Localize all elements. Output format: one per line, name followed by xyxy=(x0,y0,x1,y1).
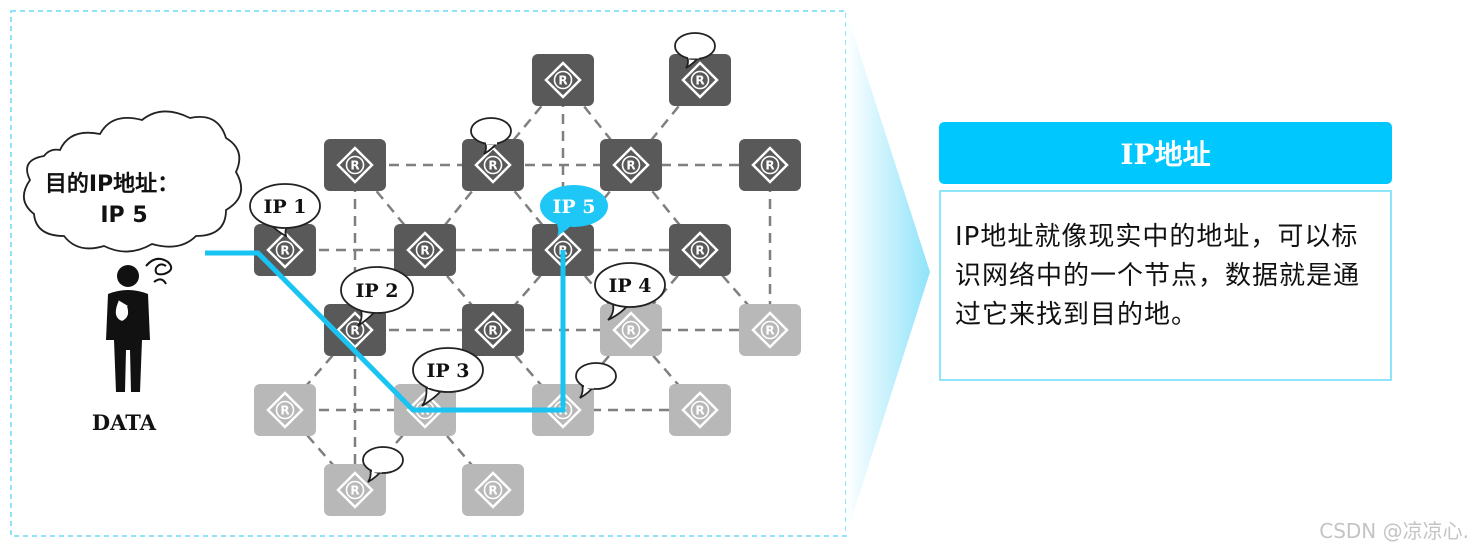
router-letter: R xyxy=(420,244,429,258)
router-letter: R xyxy=(488,484,497,498)
router-diamond-icon xyxy=(336,471,374,509)
router-diamond-icon xyxy=(266,231,304,269)
router-diamond-icon xyxy=(474,471,512,509)
thinking-person-icon xyxy=(106,257,173,392)
router-letter: R xyxy=(488,159,497,173)
router-diamond-icon xyxy=(474,311,512,349)
router-r10: R xyxy=(669,224,731,276)
router-diamond-icon xyxy=(751,146,789,184)
ip1-label: IP 1 xyxy=(263,196,306,218)
info-body: IP地址就像现实中的地址，可以标识网络中的一个节点，数据就是通过它来找到目的地。 xyxy=(939,190,1392,381)
ip5-label: IP 5 xyxy=(552,196,595,218)
router-diamond-icon xyxy=(612,311,650,349)
router-r3: R xyxy=(324,139,386,191)
router-r2: R xyxy=(669,54,731,106)
router-diamond-icon xyxy=(406,391,444,429)
destination-cloud: 目的IP地址： IP 5 xyxy=(23,110,243,253)
cloud-line-2: IP 5 xyxy=(100,203,147,228)
info-panel: IP地址 IP地址就像现实中的地址，可以标识网络中的一个节点，数据就是通过它来找… xyxy=(939,122,1392,381)
router-diamond-icon xyxy=(612,146,650,184)
ip1-bubble: IP 1 xyxy=(249,183,321,238)
router-r20: R xyxy=(462,464,524,516)
router-letter: R xyxy=(765,159,774,173)
empty-bubble-mid xyxy=(575,362,617,399)
person-data-label: DATA xyxy=(92,410,157,435)
router-r5: R xyxy=(600,139,662,191)
router-r18: R xyxy=(669,384,731,436)
router-diamond-icon xyxy=(544,61,582,99)
router-r14: R xyxy=(739,304,801,356)
router-diamond-icon xyxy=(266,391,304,429)
callout-wedge xyxy=(846,11,930,536)
ip4-label: IP 4 xyxy=(608,275,651,297)
empty-bubble-upper xyxy=(470,117,512,155)
empty-bubble-bottom xyxy=(362,446,404,483)
router-letter: R xyxy=(695,404,704,418)
ip3-label: IP 3 xyxy=(426,360,469,382)
router-letter: R xyxy=(350,159,359,173)
router-r13: R xyxy=(600,304,662,356)
router-letter: R xyxy=(558,74,567,88)
router-letter: R xyxy=(280,404,289,418)
router-diamond-icon xyxy=(681,61,719,99)
router-r1: R xyxy=(532,54,594,106)
ip2-bubble: IP 2 xyxy=(340,266,414,327)
router-diamond-icon xyxy=(474,146,512,184)
data-route-line xyxy=(205,250,566,413)
router-letter: R xyxy=(626,159,635,173)
network-frame xyxy=(10,10,847,537)
router-letter: R xyxy=(488,324,497,338)
router-letter: R xyxy=(765,324,774,338)
ip5-bubble: IP 5 xyxy=(540,185,608,236)
ip2-label: IP 2 xyxy=(355,280,398,302)
ip4-bubble: IP 4 xyxy=(594,262,666,321)
cloud-line-1: 目的IP地址： xyxy=(45,171,179,197)
empty-bubble-top-right xyxy=(674,32,716,69)
router-letter: R xyxy=(695,244,704,258)
router-diamond-icon xyxy=(544,391,582,429)
ip3-bubble: IP 3 xyxy=(412,347,484,407)
router-letter: R xyxy=(626,324,635,338)
router-diamond-icon xyxy=(681,231,719,269)
router-diamond-icon xyxy=(681,391,719,429)
router-diamond-icon xyxy=(336,311,374,349)
router-r12: R xyxy=(462,304,524,356)
router-letter: R xyxy=(280,244,289,258)
router-letter: R xyxy=(350,324,359,338)
router-r6: R xyxy=(739,139,801,191)
router-letter: R xyxy=(350,484,359,498)
router-r8: R xyxy=(394,224,456,276)
router-diamond-icon xyxy=(751,311,789,349)
info-title: IP地址 xyxy=(939,122,1392,184)
router-diamond-icon xyxy=(336,146,374,184)
router-r4: R xyxy=(462,139,524,191)
watermark: CSDN @凉凉心. xyxy=(1319,519,1469,543)
router-letter: R xyxy=(695,74,704,88)
router-diamond-icon xyxy=(406,231,444,269)
router-r15: R xyxy=(254,384,316,436)
